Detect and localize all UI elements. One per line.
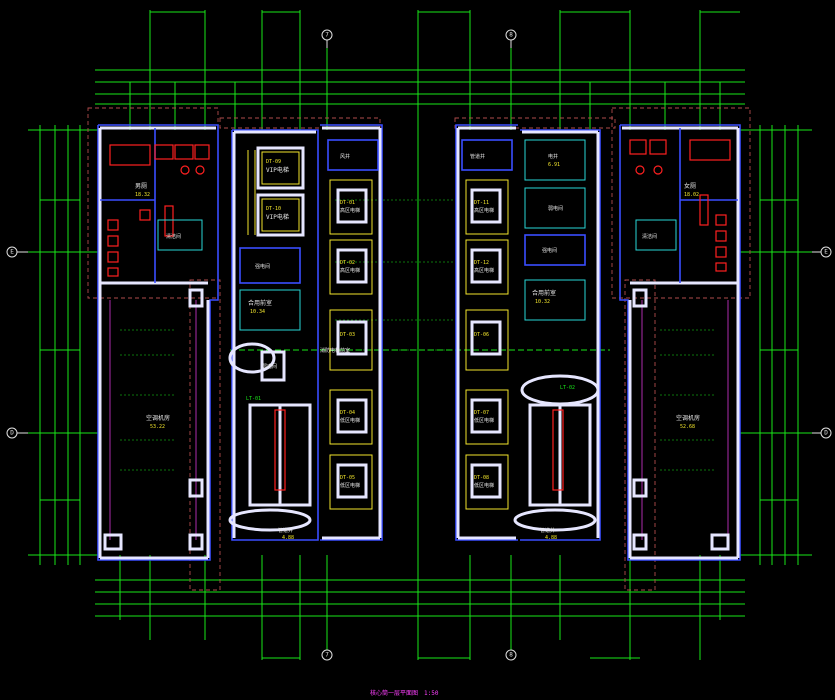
lift-right-0-type: 高区电梯	[474, 207, 494, 214]
lift-right-0: DT-11	[474, 200, 489, 206]
vip-lift-2-label: VIP电梯	[266, 213, 289, 221]
lift-left-1: DT-10	[266, 206, 281, 212]
axis-markers: 7 8 7 8 E D E D	[6, 29, 832, 661]
fire-room-label: 消防电梯前室	[320, 347, 350, 354]
dimension-lines	[28, 10, 812, 660]
pipe-shaft-label: 管道井	[470, 153, 485, 160]
stair-right-label: LT-02	[560, 385, 575, 391]
corridor-left-name: 合用前室	[248, 299, 272, 307]
lift-left-5: DT-04	[340, 410, 355, 416]
lift-right-1: DT-12	[474, 260, 489, 266]
lift-right-3: DT-07	[474, 410, 489, 416]
right-lift-bank: 管道井 DT-11 高区电梯 DT-12 高区电梯 DT-06 DT-07 低区…	[455, 124, 518, 541]
drawing-title-text: 核心筒一层平面图	[370, 690, 419, 697]
lift-right-2: DT-06	[474, 332, 489, 338]
toilet-right-name: 女厕	[684, 182, 696, 190]
lift-left-6: DT-05	[340, 475, 355, 481]
axis-label-8: 8	[509, 32, 513, 39]
axis-label-left-e: E	[10, 249, 14, 256]
lift-left-2: DT-01	[340, 200, 355, 206]
lift-right-3-type: 低区电梯	[474, 417, 494, 424]
fire-room-left-area: 4.88	[282, 535, 294, 541]
shaft-right-label: 强电间	[542, 247, 557, 254]
lift-left-3-type: 高区电梯	[340, 267, 360, 274]
toilet-fixture-icon	[629, 139, 731, 272]
cleaner-room-left-label: 清洁间	[166, 233, 181, 240]
corridor-left-area: 10.34	[250, 309, 265, 315]
left-core: DT-09 VIP电梯 DT-10 VIP电梯 强电间 合用前室 10.34 弱…	[228, 129, 319, 541]
shaft-3-label: 风井	[340, 153, 350, 160]
lift-left-2-type: 高区电梯	[340, 207, 360, 214]
lift-right-1-type: 高区电梯	[474, 267, 494, 274]
elec-area: 6.91	[548, 162, 560, 168]
ac-room-right-area: 52.68	[680, 424, 695, 430]
stair-right	[528, 403, 592, 507]
lift-left-3: DT-02	[340, 260, 355, 266]
corridor-right-area: 10.32	[535, 299, 550, 305]
axis-label-right-e: E	[824, 249, 828, 256]
lift-right-4-type: 低区电梯	[474, 482, 494, 489]
toilet-left-name: 男厕	[135, 183, 147, 190]
toilet-fixture-icon	[107, 144, 210, 277]
right-block: 清洁间 女厕 18.02 空调机房 52.68	[619, 124, 741, 561]
elec-label-2: 弱电间	[548, 205, 563, 212]
left-block: 清洁间 男厕 18.32 空调机房 53.22	[97, 124, 219, 561]
axis-label-7: 7	[325, 32, 329, 39]
stair-left	[248, 403, 312, 507]
ac-room-right-name: 空调机房	[676, 414, 700, 422]
axis-label-7-bottom: 7	[325, 652, 329, 659]
drawing-scale: 1:50	[424, 690, 439, 697]
fire-room-right-area: 4.88	[545, 535, 557, 541]
fire-room-left-name: 管道井	[278, 527, 293, 534]
right-core: 电井 6.91 弱电间 强电间 合用前室 10.32 LT-02 管道井 4.8…	[513, 129, 601, 541]
elec-label: 电井	[548, 153, 558, 160]
vip-lift-1-label: VIP电梯	[266, 166, 289, 174]
axis-label-left-d: D	[10, 430, 14, 437]
circle-axis-icon	[505, 649, 517, 661]
lift-left-0: DT-09	[266, 159, 281, 165]
axis-label-right-d: D	[824, 430, 828, 437]
shaft-1-label: 强电间	[255, 263, 270, 270]
stair-left-label: LT-01	[246, 396, 261, 402]
ac-room-left-name: 空调机房	[146, 414, 170, 422]
circle-axis-icon	[321, 649, 333, 661]
toilet-left-area: 18.32	[135, 192, 150, 198]
region-outlines	[87, 107, 751, 591]
lift-left-4: DT-03	[340, 332, 355, 338]
fire-room-right-name: 管道井	[540, 527, 555, 534]
drawing-title: 核心筒一层平面图 1:50	[370, 688, 438, 697]
lift-left-6-type: 低区电梯	[340, 482, 360, 489]
left-lift-bank: 风井 DT-01 高区电梯 DT-02 高区电梯 DT-03 消防电梯前室 DT…	[320, 124, 383, 541]
toilet-right-area: 18.02	[684, 192, 699, 198]
lift-left-5-type: 低区电梯	[340, 417, 360, 424]
cleaner-room-right-label: 清洁间	[642, 233, 657, 240]
corridor-right-name: 合用前室	[532, 289, 556, 297]
shaft-2-label: 弱电间	[262, 363, 277, 370]
lift-right-4: DT-08	[474, 475, 489, 481]
axis-label-8-bottom: 8	[509, 652, 513, 659]
ac-room-left-area: 53.22	[150, 424, 165, 430]
